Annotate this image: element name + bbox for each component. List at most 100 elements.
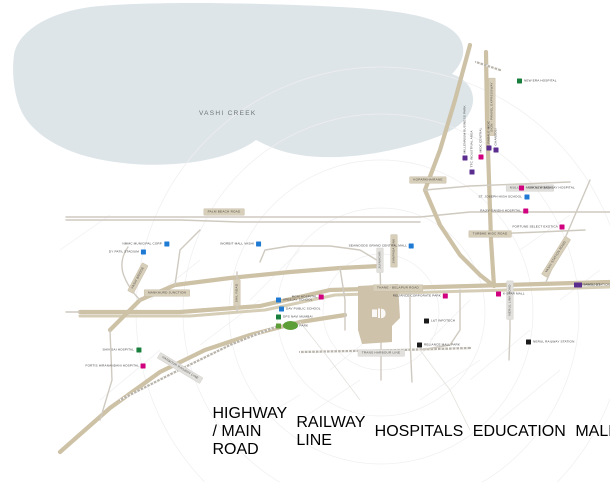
road-label: JUINAGAR — [376, 247, 384, 273]
water-body-label: VASHI CREEK — [199, 110, 257, 117]
road-label: SANPADA LINK — [390, 234, 398, 268]
road-vashi-bridge — [121, 246, 141, 301]
legend-item: HIGHWAY / MAIN ROAD — [210, 405, 287, 459]
road-label: THANE - BELAPUR ROAD — [373, 284, 423, 292]
poi-label: NERUL RAILWAY STATION — [533, 339, 575, 344]
poi-marker-vertical[interactable]: MIDC CENTRAL — [478, 127, 484, 160]
poi-label: GHANSOLI — [493, 128, 498, 146]
poi-label: RAJIV GANDHI HOSPITAL — [480, 208, 521, 213]
poi-swatch-icon — [486, 145, 492, 151]
poi-label: RELIANCE CORPORATE PARK — [392, 293, 441, 298]
road-label: NERUL LINK ROAD — [506, 280, 514, 320]
poi-marker-vertical[interactable]: MILLENNIUM BUSINESS PARK — [462, 105, 468, 161]
poi-marker[interactable]: NERUL RAILWAY STATION — [526, 339, 575, 345]
poi-marker[interactable]: MGM NEW BOMBAY HOSPITAL — [519, 185, 575, 191]
poi-label: INORBIT MALL VASHI — [220, 241, 254, 246]
road-creek-diagonal — [422, 42, 497, 289]
poi-label: SHIV SAI HOSPITAL — [102, 347, 134, 352]
road-connector-c — [409, 287, 413, 383]
road-palm-beach — [65, 211, 610, 218]
poi-swatch-icon — [560, 224, 565, 230]
poi-marker[interactable]: FORTIS HIRANANDANI HOSPITAL — [86, 363, 146, 369]
poi-swatch-icon — [524, 194, 529, 200]
poi-marker-vertical[interactable]: TTC INDUSTRIAL AREA — [469, 130, 475, 175]
legend-item: HOSPITALS — [372, 423, 464, 441]
poi-marker[interactable]: AIROLI STATION — [577, 282, 610, 288]
poi-label: DAV PUBLIC SCHOOL — [286, 306, 321, 311]
poi-swatch-icon — [276, 297, 281, 303]
poi-swatch-icon — [443, 293, 448, 299]
legend-label: HIGHWAY / MAIN ROAD — [212, 405, 287, 458]
legend-label: EDUCATION — [472, 423, 566, 440]
road-label: MANKHURD JUNCTION — [143, 289, 191, 297]
poi-marker[interactable]: SHIV SAI HOSPITAL — [102, 347, 141, 353]
poi-label: NEW ERA HOSPITAL — [524, 78, 557, 83]
poi-marker[interactable]: RELIANCE CORPORATE PARK — [392, 293, 448, 299]
legend-item: RAILWAY LINE — [294, 414, 365, 450]
poi-marker[interactable]: MGM HOSPITAL — [291, 294, 324, 300]
poi-label: AIROLI STATION — [584, 282, 610, 287]
poi-label: NMMC MUNICIPAL CORP — [122, 241, 162, 246]
road-minor-n — [299, 321, 361, 401]
poi-swatch-icon — [519, 185, 524, 191]
poi-marker-vertical[interactable]: RABALE MIDC — [486, 120, 492, 151]
poi-swatch-icon — [493, 147, 499, 153]
road-label: SHIL ROAD — [233, 279, 241, 307]
poi-swatch-icon — [478, 154, 484, 160]
poi-label: L&T INFOTECH — [431, 318, 456, 323]
poi-marker[interactable]: NMMC MUNICIPAL CORP — [122, 241, 169, 247]
poi-label: K-STAR MALL — [503, 291, 525, 296]
road-label: TRANS HARBOUR LINE — [357, 349, 405, 357]
poi-marker[interactable]: NEW ERA HOSPITAL — [517, 78, 557, 84]
poi-marker[interactable]: ST. JOSEPH HIGH SCHOOL — [478, 194, 529, 200]
poi-swatch-icon — [517, 78, 522, 84]
legend-label: RAILWAY LINE — [296, 414, 366, 449]
road-label: PALM BEACH ROAD — [203, 208, 245, 216]
poi-swatch-icon — [164, 241, 169, 247]
poi-swatch-icon — [424, 318, 429, 324]
poi-marker[interactable]: RAJIV GANDHI HOSPITAL — [480, 208, 528, 214]
poi-marker[interactable]: RELIANCE MALL PARK — [417, 342, 460, 348]
legend-label: HOSPITALS — [374, 423, 464, 440]
project-logo — [371, 307, 387, 320]
poi-swatch-icon — [141, 249, 146, 255]
poi-marker[interactable]: K-STAR MALL — [496, 291, 525, 297]
poi-label: MGM NEW BOMBAY HOSPITAL — [526, 185, 575, 190]
poi-swatch-icon — [469, 169, 475, 175]
poi-swatch-icon — [526, 339, 531, 345]
poi-marker[interactable]: SEAWOODS — [574, 282, 600, 288]
poi-swatch-icon — [574, 282, 579, 288]
poi-swatch-icon — [319, 294, 324, 300]
poi-label: DY PATIL STADIUM — [108, 249, 139, 254]
poi-marker[interactable]: FORTUNE SELECT EXOTICA — [512, 224, 565, 230]
map-legend: HIGHWAY / MAIN ROAD RAILWAY LINE HOSPITALS… — [210, 405, 610, 459]
poi-label: MIDC CENTRAL — [478, 127, 483, 153]
poi-label: FORTUNE SELECT EXOTICA — [512, 224, 558, 229]
poi-label: RABALE MIDC — [486, 120, 491, 144]
poi-marker[interactable]: L&T INFOTECH — [424, 318, 456, 324]
road-minor-o — [419, 349, 471, 431]
poi-marker[interactable]: DY PATIL STADIUM — [108, 249, 146, 255]
poi-label: MGM HOSPITAL — [291, 294, 317, 299]
poi-label: ST. JOSEPH HIGH SCHOOL — [478, 194, 522, 199]
poi-swatch-icon — [496, 291, 501, 297]
poi-swatch-icon — [417, 342, 422, 348]
poi-swatch-icon — [276, 314, 281, 320]
poi-swatch-icon — [136, 347, 141, 353]
road-label: MULUND - AIROLI ROAD — [505, 184, 555, 192]
road-connector-j — [174, 229, 201, 286]
poi-label: MILLENNIUM BUSINESS PARK — [462, 105, 467, 154]
poi-swatch-icon — [577, 282, 582, 288]
poi-marker[interactable]: APEEJAY SCHOOL — [276, 297, 313, 303]
poi-marker[interactable]: DAV PUBLIC SCHOOL — [279, 306, 321, 312]
legend-item: EDUCATION — [470, 423, 566, 441]
poi-marker[interactable]: INORBIT MALL VASHI — [220, 241, 261, 247]
poi-swatch-icon — [256, 241, 261, 247]
poi-marker[interactable]: DPS NAVI MUMBAI — [276, 314, 313, 320]
poi-marker-vertical[interactable]: GHANSOLI — [493, 128, 499, 153]
poi-marker[interactable]: SEAWOODS GRAND CENTRAL MALL — [349, 243, 414, 249]
